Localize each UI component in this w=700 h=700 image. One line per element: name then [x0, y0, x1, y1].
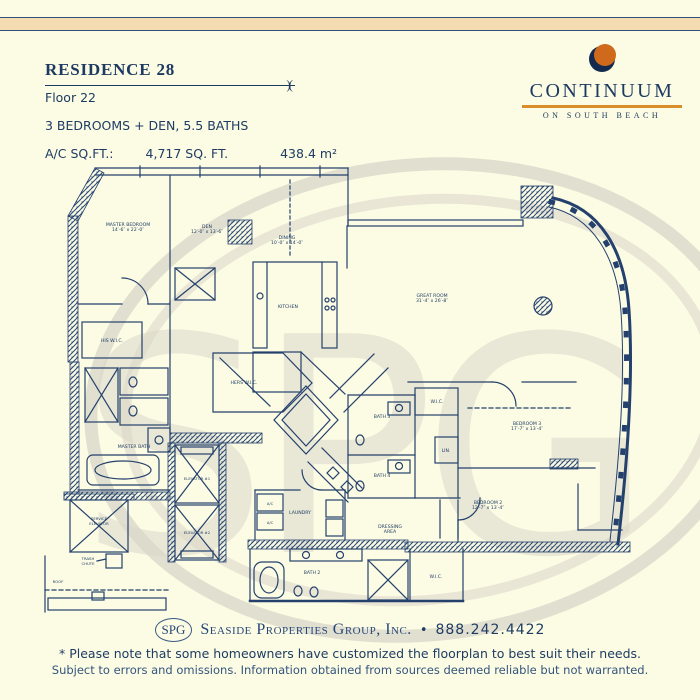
masonry-walls: [63, 167, 631, 563]
svg-text:BATH 3: BATH 3: [374, 414, 391, 420]
bullet-separator: •: [419, 622, 428, 638]
logo-tagline: ON SOUTH BEACH: [542, 111, 662, 120]
phone-number: 888.242.4422: [435, 622, 546, 638]
svg-text:HERS W.I.C.: HERS W.I.C.: [231, 380, 258, 386]
disclaimer-line-2: Subject to errors and omissions. Informa…: [51, 663, 649, 677]
svg-text:A/C: A/C: [267, 502, 274, 506]
top-border-band: [0, 17, 700, 31]
svg-text:ELEVATOR #2: ELEVATOR #2: [184, 530, 211, 535]
svg-text:W.I.C.: W.I.C.: [430, 574, 443, 580]
logo-name: CONTINUUM: [529, 80, 675, 102]
svg-text:ROOF: ROOF: [53, 579, 64, 584]
svg-text:LAUNDRY: LAUNDRY: [289, 510, 311, 516]
svg-text:BEDROOM 317′-7″ x 13′-4″: BEDROOM 317′-7″ x 13′-4″: [511, 421, 543, 432]
company-name: Seaside Properties Group, Inc.: [200, 621, 412, 638]
area-spec: A/C SQ.FT.: 4,717 SQ. FT. 438.4 m²: [45, 146, 337, 161]
svg-text:W.I.C.: W.I.C.: [431, 399, 444, 405]
disclaimer-line-1: * Please note that some homeowners have …: [58, 646, 641, 661]
svg-text:KITCHEN: KITCHEN: [278, 304, 298, 310]
logo-rule: [522, 105, 682, 108]
continuum-logo: CONTINUUM ON SOUTH BEACH: [522, 38, 682, 120]
svg-text:ELEVATOR #1: ELEVATOR #1: [184, 476, 211, 481]
floor-number: Floor 22: [45, 90, 96, 105]
svg-text:BEDROOM 212′-7″ x 13′-4″: BEDROOM 212′-7″ x 13′-4″: [472, 500, 504, 511]
svg-text:LIN.: LIN.: [442, 448, 451, 454]
footer-brand-line: SPG Seaside Properties Group, Inc. • 888…: [0, 618, 700, 642]
spg-oval-logo: SPG: [154, 618, 193, 642]
residence-title-block: RESIDENCE 28 )(: [45, 60, 295, 92]
title-line-ornament: )(: [286, 77, 293, 92]
svg-text:BATH 4: BATH 4: [374, 473, 391, 479]
area-label: A/C SQ.FT.:: [45, 146, 114, 161]
crescent-moon-icon: [589, 44, 616, 72]
svg-text:A/C: A/C: [267, 521, 274, 525]
svg-text:BATH 2: BATH 2: [304, 570, 321, 576]
plan-walls: [44, 165, 633, 613]
svg-text:HIS W.I.C.: HIS W.I.C.: [101, 338, 123, 344]
area-sqft: 4,717 SQ. FT.: [145, 146, 229, 161]
area-m2: 438.4 m²: [280, 146, 338, 161]
bedrooms-baths-spec: 3 BEDROOMS + DEN, 5.5 BATHS: [45, 118, 249, 133]
svg-text:MASTER BATH: MASTER BATH: [118, 444, 151, 450]
page-title: RESIDENCE 28: [45, 60, 176, 79]
